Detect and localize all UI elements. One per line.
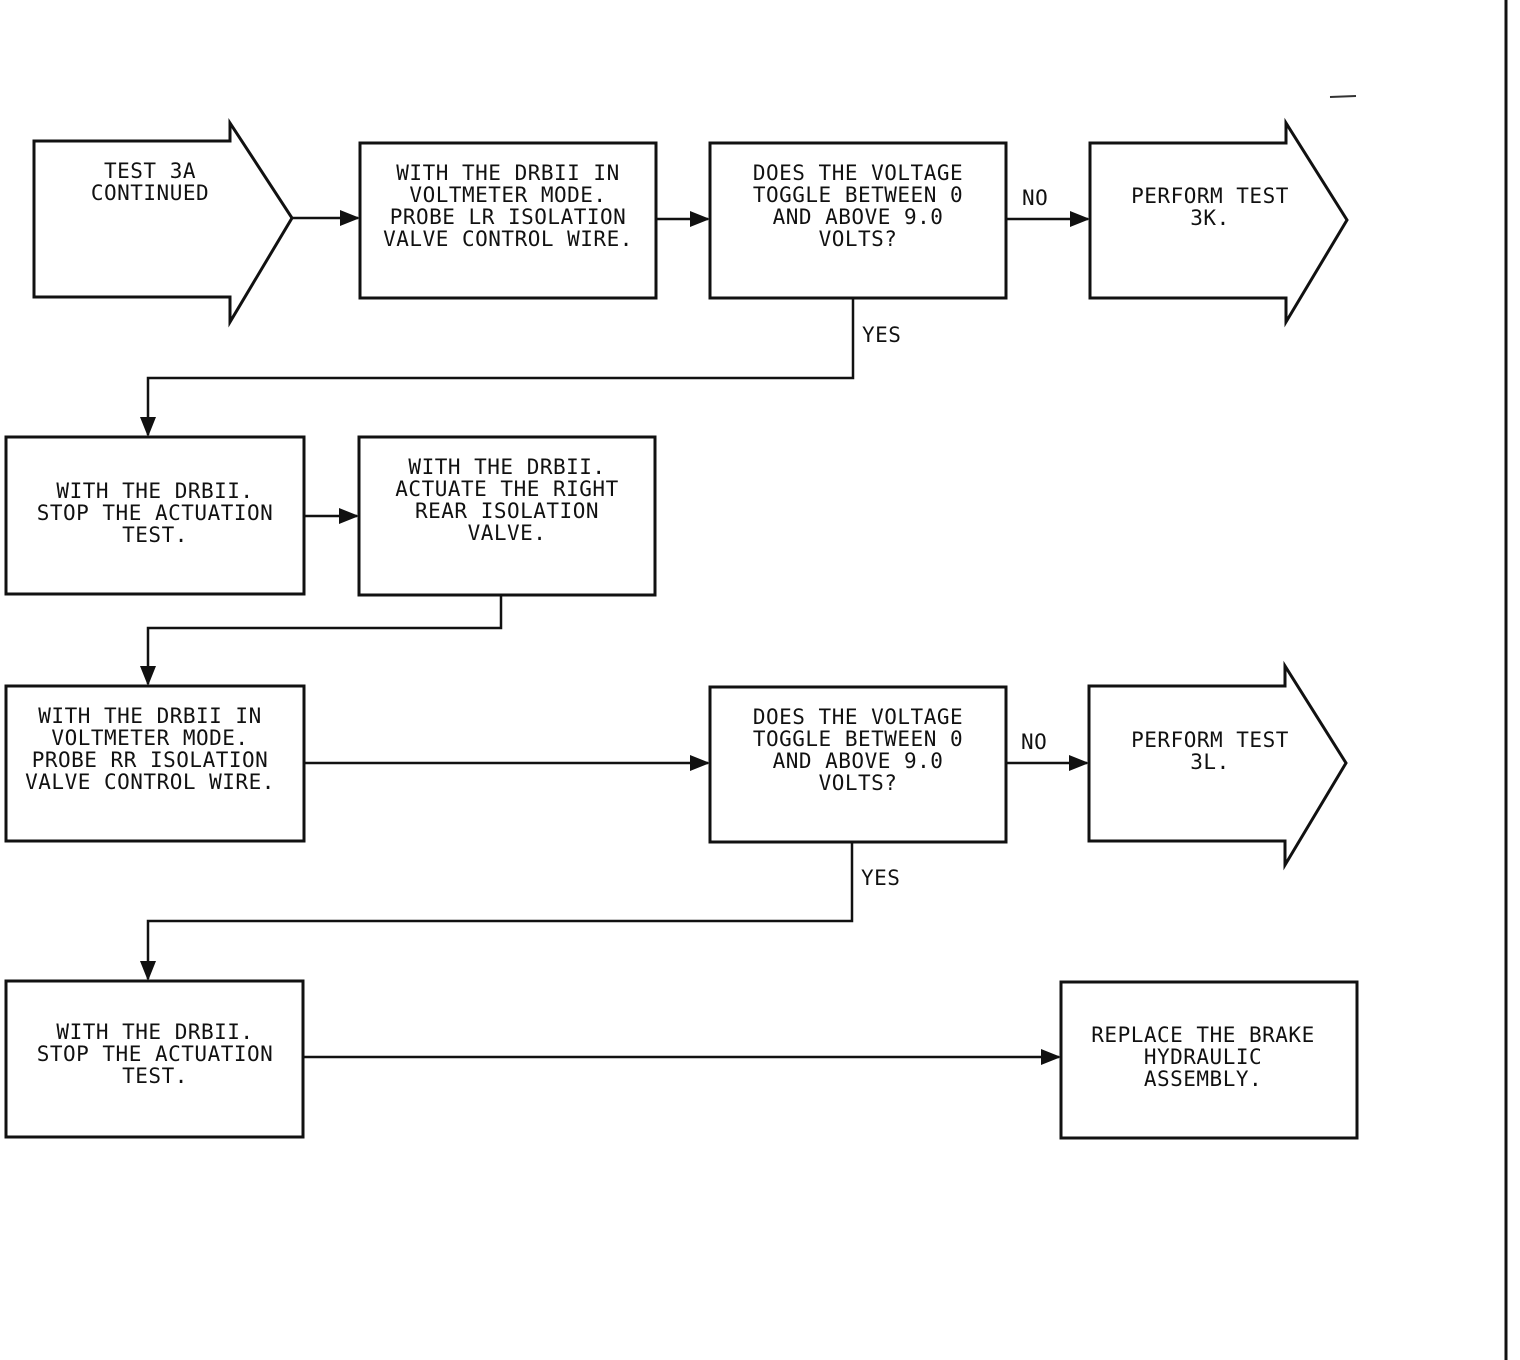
stop2-text-line: WITH THE DRBII. <box>56 1020 253 1044</box>
connector-decision1-yes <box>140 298 855 437</box>
scan-mark <box>1329 95 1357 98</box>
decision2-text-line: DOES THE VOLTAGE <box>753 705 963 729</box>
start-text-line: CONTINUED <box>91 181 209 205</box>
decision2-text-line: VOLTS? <box>819 771 898 795</box>
test3l-text-line: PERFORM TEST <box>1131 728 1289 752</box>
start-text-line: TEST 3A <box>104 159 196 183</box>
connector-actuate-to-probe-rr <box>140 595 503 686</box>
decision1-text-line: VOLTS? <box>819 227 898 251</box>
replace-text-line: HYDRAULIC <box>1144 1045 1262 1069</box>
probe_rr-text-line: WITH THE DRBII IN <box>38 704 261 728</box>
label-no-2: NO <box>1021 730 1047 754</box>
decision1-text-line: DOES THE VOLTAGE <box>753 161 963 185</box>
decision2-text-line: TOGGLE BETWEEN 0 <box>753 727 963 751</box>
replace-text-line: REPLACE THE BRAKE <box>1091 1023 1314 1047</box>
decision2-text-line: AND ABOVE 9.0 <box>773 749 944 773</box>
label-yes-1: YES <box>862 323 901 347</box>
connector-decision2-yes <box>140 842 854 981</box>
actuate_rr-text-line: VALVE. <box>468 521 547 545</box>
probe_lr-text-line: PROBE LR ISOLATION <box>390 205 627 229</box>
label-no-1: NO <box>1022 186 1048 210</box>
probe_rr-text-line: VOLTMETER MODE. <box>51 726 248 750</box>
stop2-text-line: STOP THE ACTUATION <box>37 1042 274 1066</box>
stop2-text-line: TEST. <box>122 1064 188 1088</box>
probe_lr-text-line: VALVE CONTROL WIRE. <box>383 227 633 251</box>
stop1-text-line: TEST. <box>122 523 188 547</box>
test3l-text-line: 3L. <box>1190 750 1229 774</box>
stop1-text-line: WITH THE DRBII. <box>56 479 253 503</box>
stop1-text-line: STOP THE ACTUATION <box>37 501 274 525</box>
actuate_rr-text-line: ACTUATE THE RIGHT <box>395 477 618 501</box>
decision1-text-line: TOGGLE BETWEEN 0 <box>753 183 963 207</box>
actuate_rr-text-line: WITH THE DRBII. <box>408 455 605 479</box>
test3k-text-line: PERFORM TEST <box>1131 184 1289 208</box>
probe_lr-text-line: VOLTMETER MODE. <box>409 183 606 207</box>
decision1-text-line: AND ABOVE 9.0 <box>773 205 944 229</box>
actuate_rr-text-line: REAR ISOLATION <box>415 499 599 523</box>
label-yes-2: YES <box>861 866 900 890</box>
probe_rr-text-line: VALVE CONTROL WIRE. <box>25 770 275 794</box>
replace-text-line: ASSEMBLY. <box>1144 1067 1262 1091</box>
probe_rr-text-line: PROBE RR ISOLATION <box>32 748 269 772</box>
test3k-text-line: 3K. <box>1190 206 1229 230</box>
probe_lr-text-line: WITH THE DRBII IN <box>396 161 619 185</box>
